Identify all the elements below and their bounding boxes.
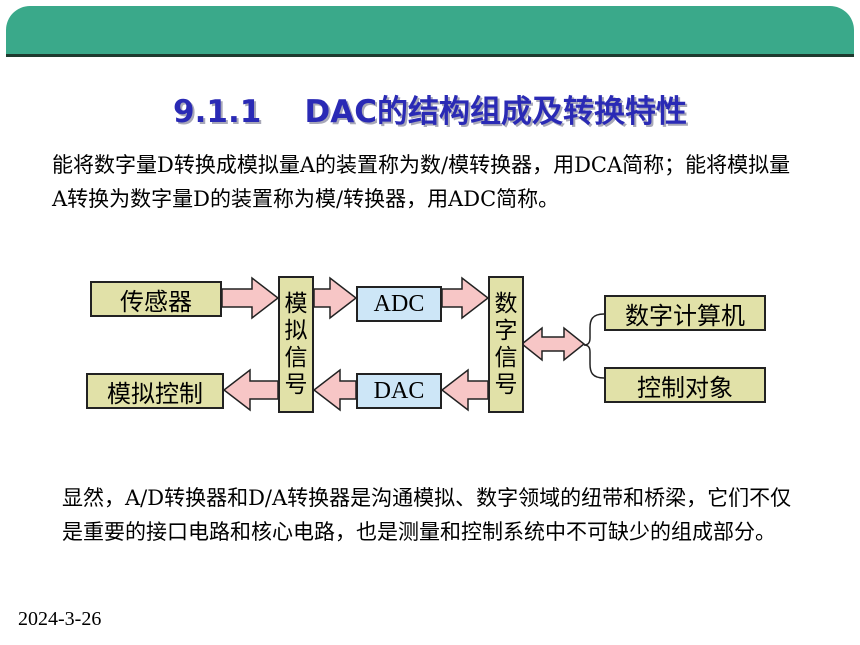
arrow-sensor-to-analog [221, 276, 280, 320]
arrow-digital-bidirectional [520, 326, 586, 362]
analog-signal-char: 信 [284, 344, 308, 371]
analog-signal-char: 号 [284, 371, 308, 398]
intro-paragraph: 能将数字量D转换成模拟量A的装置称为数/模转换器，用DCA简称；能将模拟量A转换… [52, 153, 791, 211]
analog-control-box: 模拟控制 [86, 373, 224, 409]
arrow-digital-to-dac [440, 368, 489, 412]
analog-signal-char: 模 [284, 290, 308, 317]
computer-box: 数字计算机 [604, 295, 766, 331]
analog-signal-box: 模 拟 信 号 [278, 276, 314, 413]
digital-signal-char: 号 [494, 371, 518, 398]
header-band [6, 6, 854, 54]
dac-box: DAC [356, 373, 442, 409]
brace-connector [583, 313, 605, 379]
control-target-box: 控制对象 [604, 367, 766, 403]
adc-box: ADC [356, 286, 442, 322]
analog-signal-char: 拟 [284, 317, 308, 344]
slide-date: 2024-3-26 [18, 608, 102, 630]
digital-signal-box: 数 字 信 号 [488, 276, 524, 413]
header-divider [6, 54, 854, 57]
digital-signal-char: 数 [494, 290, 518, 317]
slide-title: 9.1.1 DAC的结构组成及转换特性 [173, 94, 687, 130]
arrow-analog-to-control [222, 368, 279, 412]
digital-signal-char: 信 [494, 344, 518, 371]
digital-signal-char: 字 [494, 317, 518, 344]
arrow-analog-to-adc [313, 276, 358, 320]
sensor-box: 传感器 [90, 281, 222, 317]
arrow-dac-to-analog [312, 368, 357, 412]
conclusion-paragraph: 显然，A/D转换器和D/A转换器是沟通模拟、数字领域的纽带和桥梁，它们不仅是重要… [62, 486, 792, 544]
arrow-adc-to-digital [441, 276, 490, 320]
